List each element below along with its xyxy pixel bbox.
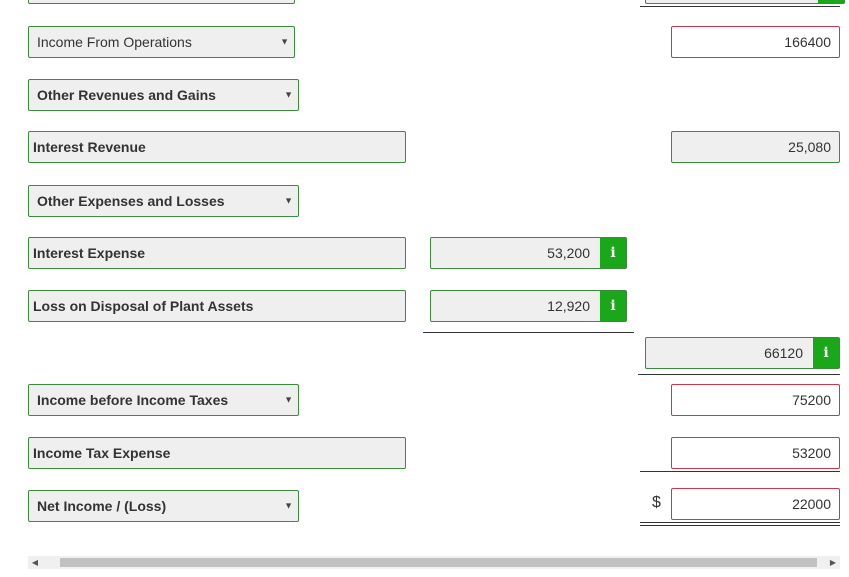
loss-on-disposal-field[interactable]: Loss on Disposal of Plant Assets [28,290,406,322]
partial-row-label-field[interactable] [28,0,295,4]
income-from-operations-label: Income From Operations [37,34,192,50]
total-other-expenses-amount[interactable]: 66120 i [645,337,840,369]
income-tax-expense-amount[interactable]: 53200 [671,437,840,469]
amount-value: 166400 [784,34,831,50]
income-before-taxes-select[interactable]: Income before Income Taxes ▼ [28,384,299,416]
subtotal-underline [423,332,634,333]
interest-expense-amount[interactable]: 53,200 i [430,237,627,269]
info-icon[interactable]: i [813,338,839,368]
info-icon[interactable]: i [818,0,844,3]
other-expenses-losses-label: Other Expenses and Losses [37,193,225,209]
income-before-taxes-amount[interactable]: 75200 [671,384,840,416]
partial-row-amount-field[interactable]: i [645,0,845,4]
income-from-operations-amount[interactable]: 166400 [671,26,840,58]
interest-revenue-label: Interest Revenue [33,139,146,155]
other-revenues-gains-select[interactable]: Other Revenues and Gains ▼ [28,79,299,111]
currency-symbol: $ [652,494,661,511]
income-from-operations-select[interactable]: Income From Operations ▼ [28,26,295,58]
top-underline [640,6,840,7]
amount-value: 53200 [792,445,831,461]
interest-revenue-amount[interactable]: 25,080 [671,131,840,163]
chevron-down-icon: ▼ [284,394,293,405]
amount-value: 66120 [764,345,803,361]
amount-value: 25,080 [788,139,831,155]
net-income-select[interactable]: Net Income / (Loss) ▼ [28,490,299,522]
chevron-down-icon: ▼ [284,500,293,511]
net-income-amount[interactable]: 22000 [671,488,840,520]
chevron-down-icon: ▼ [280,36,289,47]
amount-value: 53,200 [547,245,590,261]
scrollbar-thumb[interactable] [60,558,817,567]
double-underline-bottom [640,525,840,526]
chevron-down-icon: ▼ [284,195,293,206]
loss-on-disposal-amount[interactable]: 12,920 i [430,290,627,322]
income-tax-expense-label: Income Tax Expense [33,445,171,461]
loss-on-disposal-label: Loss on Disposal of Plant Assets [33,298,254,314]
net-income-label: Net Income / (Loss) [37,498,167,514]
amount-value: 22000 [792,496,831,512]
interest-expense-field[interactable]: Interest Expense [28,237,406,269]
other-expenses-losses-select[interactable]: Other Expenses and Losses ▼ [28,185,299,217]
income-tax-expense-field[interactable]: Income Tax Expense [28,437,406,469]
info-icon[interactable]: i [600,291,626,321]
scroll-left-arrow-icon[interactable]: ◀ [31,558,39,567]
scroll-right-arrow-icon[interactable]: ▶ [829,558,837,567]
info-icon[interactable]: i [600,238,626,268]
chevron-down-icon: ▼ [284,89,293,100]
total-underline [638,374,840,375]
double-underline-top [640,522,840,523]
interest-revenue-field[interactable]: Interest Revenue [28,131,406,163]
income-before-taxes-label: Income before Income Taxes [37,392,229,408]
amount-value: 75200 [792,392,831,408]
amount-value: 12,920 [547,298,590,314]
tax-underline [640,471,840,472]
other-revenues-gains-label: Other Revenues and Gains [37,87,216,103]
interest-expense-label: Interest Expense [33,245,146,261]
